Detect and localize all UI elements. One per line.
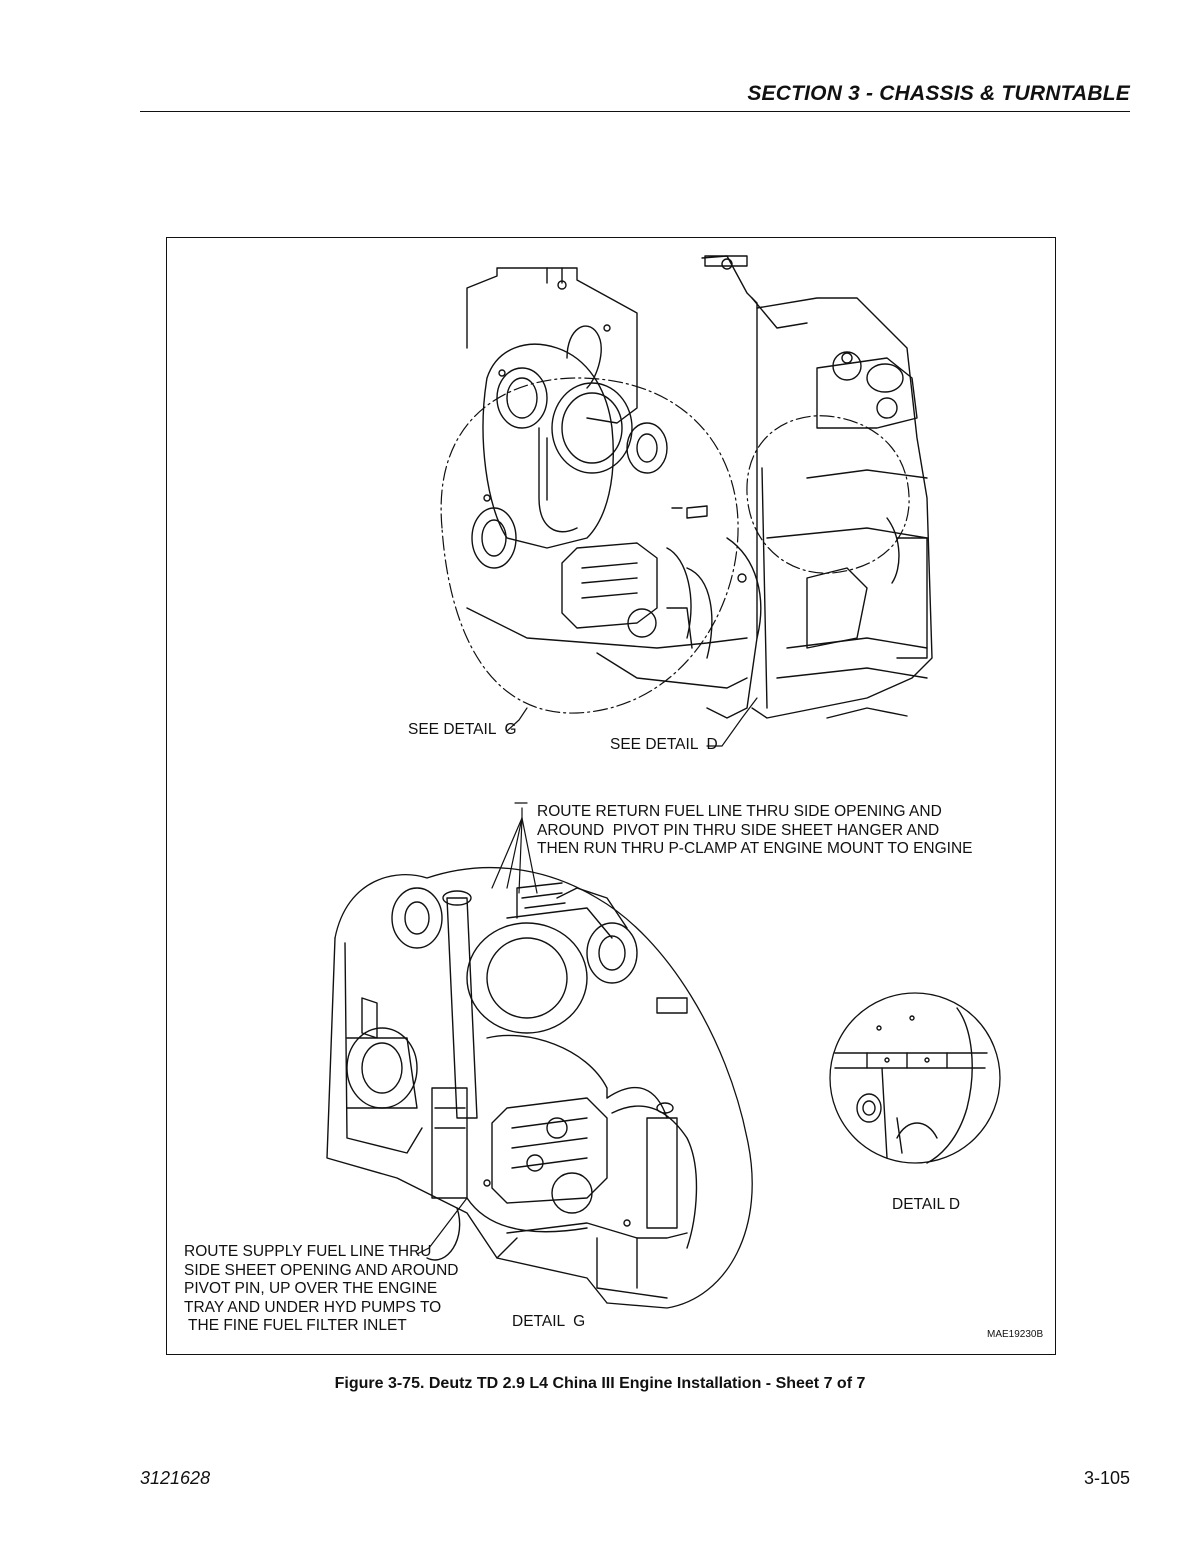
- detail-d-view: [829, 992, 1001, 1164]
- drawing-number: MAE19230B: [987, 1329, 1044, 1340]
- figure-caption: Figure 3-75. Deutz TD 2.9 L4 China III E…: [334, 1375, 866, 1392]
- detail-g-label: DETAIL G: [512, 1313, 586, 1330]
- overall-assembly-view: [440, 255, 933, 747]
- return-fuel-line-callout: ROUTE RETURN FUEL LINE THRU SIDE OPENING…: [537, 803, 973, 857]
- see-detail-d-callout: SEE DETAIL D: [610, 736, 718, 753]
- figure-frame: SEE DETAIL G SEE DETAIL D ROUTE RETURN F…: [166, 237, 1056, 1355]
- engine-installation-drawing: [326, 255, 1001, 1309]
- detail-d-label: DETAIL D: [892, 1196, 961, 1213]
- detail-g-view: [326, 802, 753, 1309]
- see-detail-g-callout: SEE DETAIL G: [408, 721, 517, 738]
- page-number: 3-105: [1083, 1468, 1130, 1488]
- document-number: 3121628: [140, 1468, 211, 1488]
- header-rule: [140, 111, 1130, 112]
- section-title: SECTION 3 - CHASSIS & TURNTABLE: [747, 82, 1130, 105]
- supply-fuel-line-callout: ROUTE SUPPLY FUEL LINE THRU SIDE SHEET O…: [184, 1243, 459, 1334]
